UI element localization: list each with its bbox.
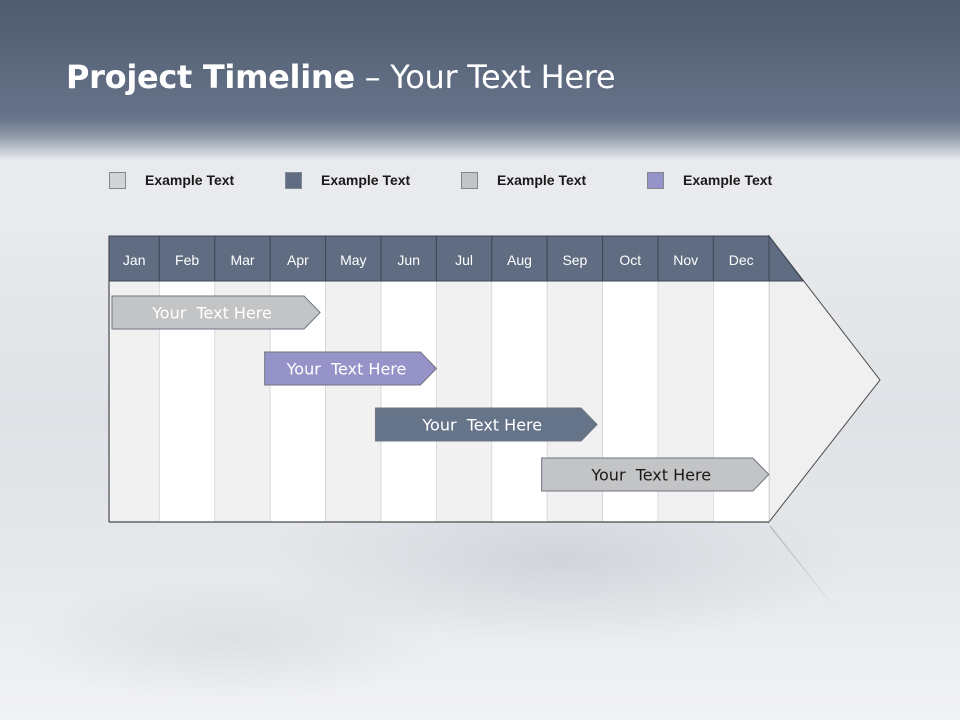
task-bar-shape-1 — [111, 295, 321, 330]
task-bar-1: Your Text Here — [111, 295, 321, 330]
month-header-cell-oct — [602, 235, 659, 282]
month-columns — [108, 280, 770, 523]
legend-item-1: Example Text — [109, 170, 234, 190]
task-bar-2: Your Text Here — [264, 351, 438, 386]
legend-item-4: Example Text — [647, 170, 772, 190]
task-bar-shape-3 — [374, 407, 598, 442]
task-bar-shape-4 — [541, 457, 770, 492]
legend-item-2: Example Text — [285, 170, 410, 190]
header-band — [0, 0, 960, 160]
month-header-cell-sep — [546, 235, 604, 282]
month-header-cell-jul — [435, 235, 493, 282]
task-bar-3: Your Text Here — [374, 407, 598, 442]
month-column-jun — [380, 280, 437, 523]
month-header-tip — [768, 234, 805, 282]
month-header-cell-feb — [158, 235, 216, 282]
legend-swatch-3 — [461, 171, 478, 189]
month-header-cell-nov — [657, 235, 714, 282]
legend-label-4: Example Text — [683, 172, 773, 188]
page-title: Project Timeline – Your Text Here — [66, 58, 616, 96]
legend-label-1: Example Text — [145, 172, 235, 188]
month-column-may — [325, 280, 382, 523]
legend-label-2: Example Text — [321, 172, 411, 188]
legend-label-3: Example Text — [497, 172, 587, 188]
month-header-cell-dec — [712, 235, 770, 282]
month-header-cell-apr — [269, 235, 327, 282]
legend-swatch-4 — [647, 171, 664, 189]
month-header-cell-may — [325, 235, 382, 282]
title-bold: Project Timeline — [66, 58, 355, 96]
month-header-cell-mar — [214, 235, 271, 282]
legend-swatch-2 — [285, 171, 302, 189]
month-header-cell-aug — [491, 235, 548, 282]
legend-item-3: Example Text — [461, 170, 586, 190]
month-column-jul — [435, 280, 493, 523]
month-header-cell-jan — [108, 235, 160, 282]
month-header-cell-jun — [380, 235, 437, 282]
task-bar-shape-2 — [264, 351, 438, 386]
title-light: – Your Text Here — [354, 58, 616, 96]
legend-swatch-1 — [109, 171, 126, 189]
timeline-reflection — [108, 525, 839, 620]
task-bar-4: Your Text Here — [541, 457, 770, 492]
month-column-aug — [491, 280, 548, 523]
